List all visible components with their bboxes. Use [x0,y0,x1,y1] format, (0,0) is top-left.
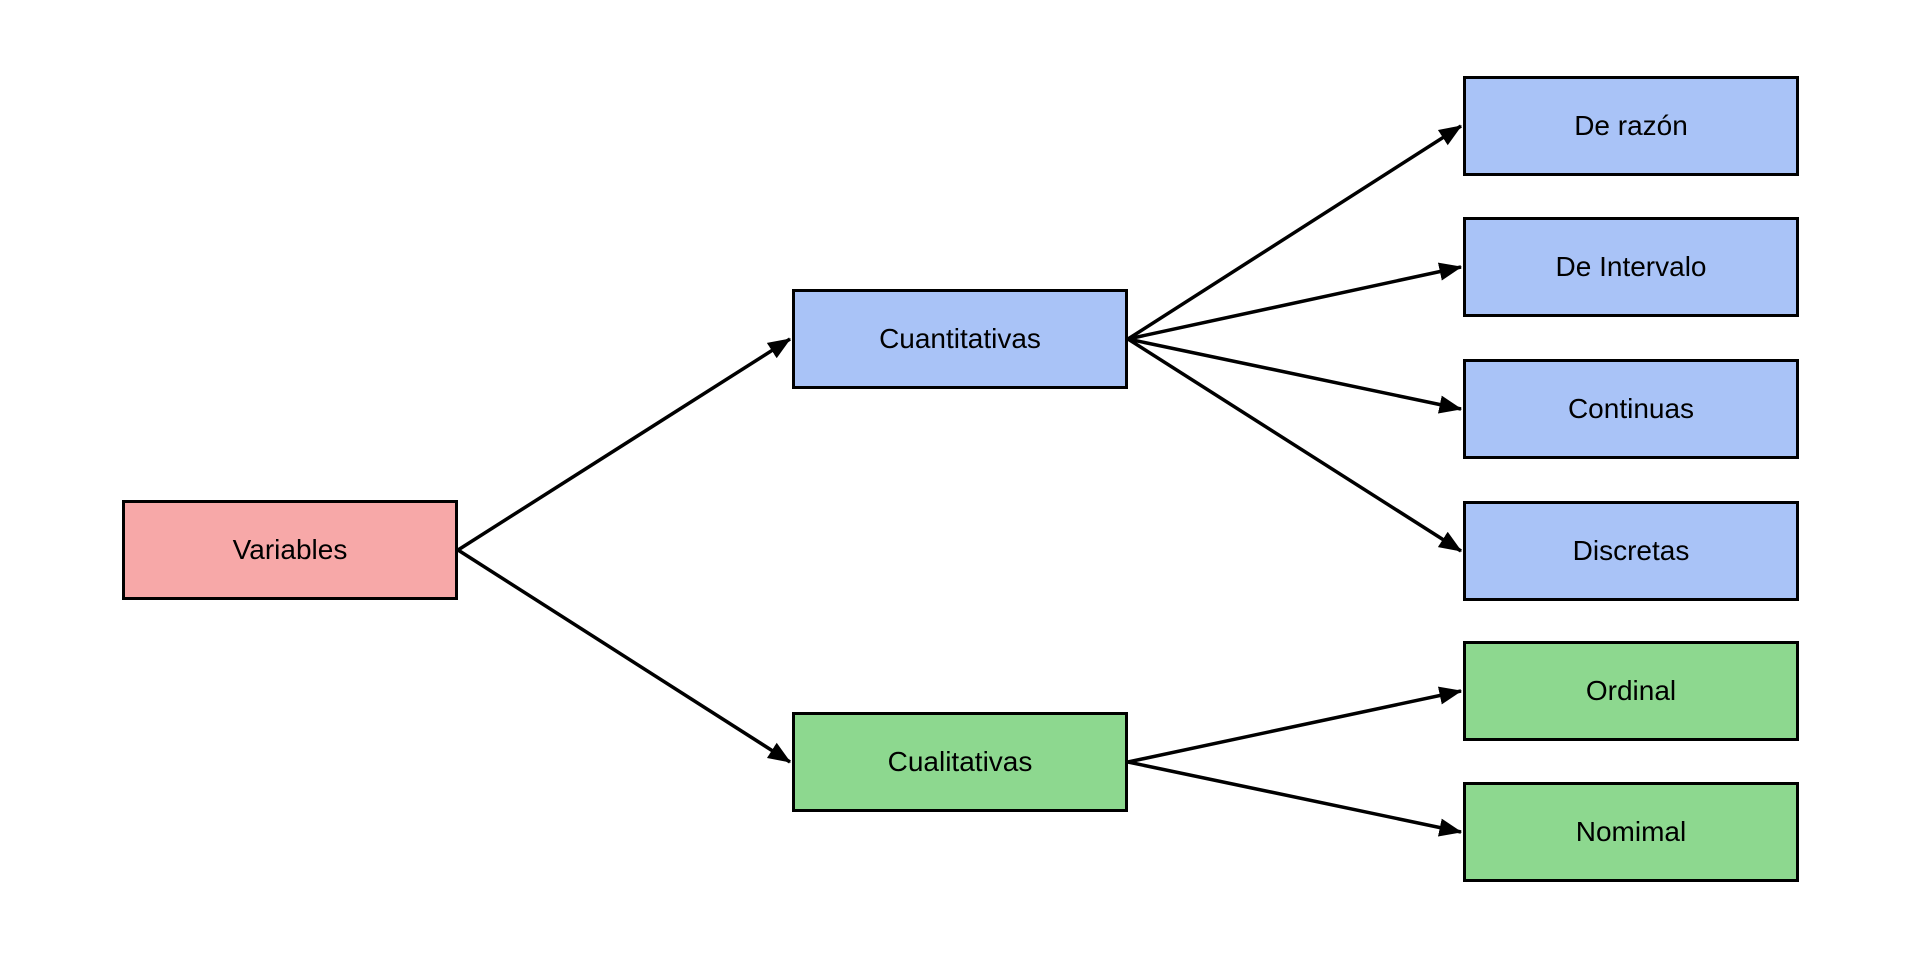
edge-cualitativas-nomimal [1127,760,1463,837]
node-label-cualitativas: Cualitativas [887,746,1033,777]
node-ordinal: Ordinal [1463,641,1799,741]
node-label-cuantitativas: Cuantitativas [879,323,1041,354]
node-label-de-razon: De razón [1574,110,1688,141]
edge-cuantitativas-de-intervalo [1127,262,1463,341]
edge-cuantitativas-de-razon [1127,124,1462,341]
node-de-intervalo: De Intervalo [1463,217,1799,317]
node-de-razon: De razón [1463,76,1799,176]
node-label-nomimal: Nomimal [1575,816,1687,847]
node-label-ordinal: Ordinal [1585,675,1677,706]
edge-cualitativas-ordinal [1127,686,1463,764]
node-label-de-intervalo: De Intervalo [1555,251,1707,282]
node-label-continuas: Continuas [1567,393,1695,424]
node-label-variables: Variables [232,534,348,565]
node-discretas: Discretas [1463,501,1799,601]
edge-variables-cualitativas [457,548,791,764]
node-label-discretas: Discretas [1572,535,1690,566]
node-cuantitativas: Cuantitativas [792,289,1128,389]
edge-variables-cuantitativas [457,337,791,552]
node-cualitativas: Cualitativas [792,712,1128,812]
node-continuas: Continuas [1463,359,1799,459]
edge-cuantitativas-continuas [1127,337,1463,414]
node-nomimal: Nomimal [1463,782,1799,882]
edge-cuantitativas-discretas [1127,337,1462,553]
node-variables: Variables [122,500,458,600]
